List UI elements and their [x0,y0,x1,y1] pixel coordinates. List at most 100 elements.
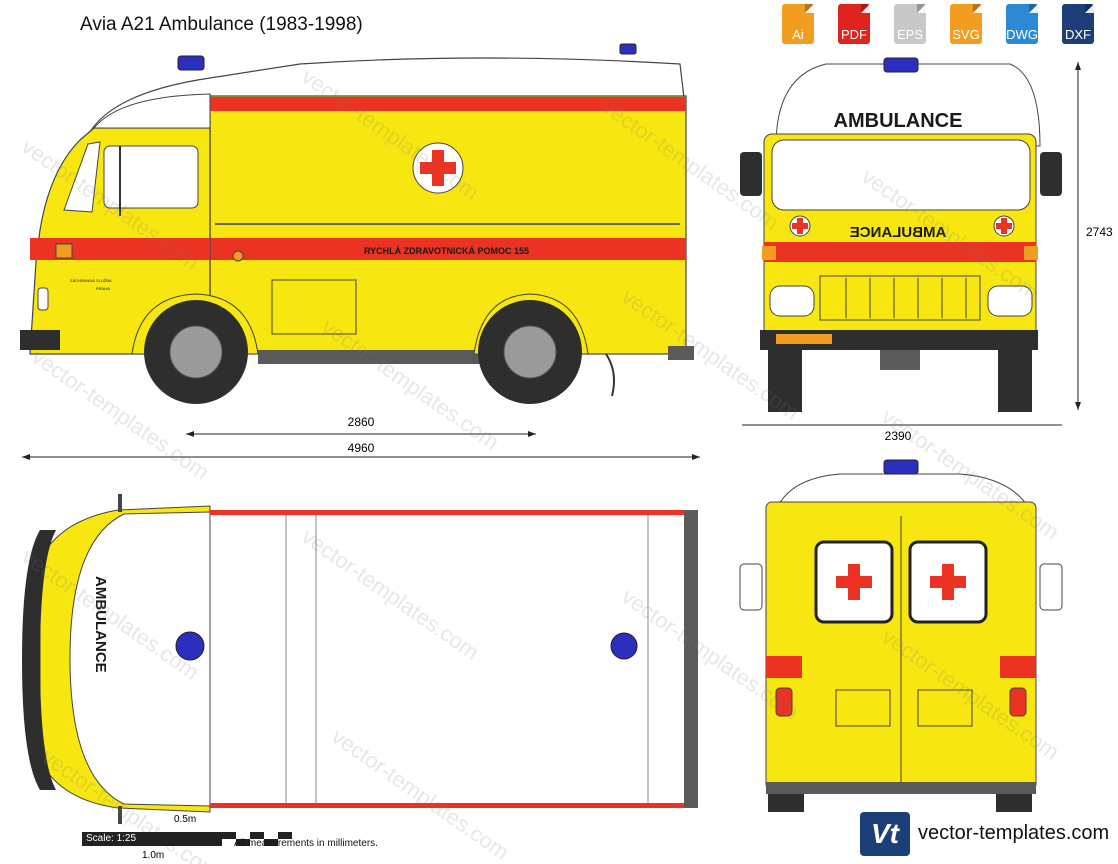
front-grille [819,275,981,321]
format-label: PDF [841,27,867,42]
top-roof-text: AMBULANCE [92,576,109,673]
height-arrow-t [1075,62,1081,70]
rear-roof-cap [775,473,1031,511]
format-eps-button[interactable]: EPS [890,4,930,50]
front-indicator-right [1024,246,1038,260]
format-ai-button[interactable]: Ai [778,4,818,50]
page-title: Avia A21 Ambulance (1983-1998) [80,14,363,35]
rear-mirror-left [739,563,763,611]
brand-footer[interactable]: Vt vector-templates.com [860,812,1110,862]
front-axle [880,350,920,370]
side-window [103,145,199,209]
brand-logo-icon: Vt [860,812,910,856]
wheelbase-label: 2860 [348,415,375,429]
side-headlight [37,287,49,311]
file-fold-icon [1029,4,1038,13]
side-rear-step [668,346,694,360]
rear-lamp-left [775,687,793,717]
measurement-note: All measurements in millimeters. [234,838,378,849]
side-door-text-1: ZÁCHRANNÁ SLUŽBA [70,278,112,283]
brand-site-link[interactable]: vector-templates.com [918,822,1110,844]
format-svg-button[interactable]: SVG [946,4,986,50]
format-label: EPS [896,27,923,42]
front-headlight-left [769,285,815,317]
front-windshield [771,139,1031,211]
front-mirror-text: AMBULANCE [850,224,947,241]
side-dimensions: 2860 4960 [22,415,700,460]
side-rear-hub [503,325,557,379]
side-service-text: RYCHLÁ ZDRAVOTNICKÁ POMOC 155 [364,246,529,256]
scale-one-label: 1.0m [142,850,165,861]
format-label: DWG [1006,27,1038,42]
side-windshield [63,141,101,213]
file-fold-icon [1085,4,1094,13]
side-cab-stripe [30,238,210,260]
format-pdf-button[interactable]: PDF [834,4,874,50]
front-beacon-icon [883,57,919,73]
format-label: SVG [952,27,980,42]
width-label: 2390 [885,429,912,443]
front-view: AMBULANCE AMBULANCE [740,57,1062,412]
side-cross-h [420,162,456,174]
scale-checker [222,832,292,846]
height-arrow-b [1075,402,1081,410]
side-indicator [55,243,73,259]
rear-stripe-right [1000,656,1036,678]
side-mid-stripe [210,238,686,260]
front-tyre-right [998,350,1032,412]
side-mudflap [605,353,615,397]
front-plate [776,334,832,344]
top-rear-step [684,510,698,808]
front-mirror-left [740,152,762,196]
rear-mirror-right [1039,563,1063,611]
top-view: AMBULANCE [22,494,698,824]
top-beacon-front-icon [175,631,205,661]
file-fold-icon [917,4,926,13]
side-view: RYCHLÁ ZDRAVOTNICKÁ POMOC 155 ZÁCHRANNÁ … [20,43,694,404]
front-cross-left-h [792,223,808,229]
side-cab-cap [92,93,211,129]
front-stripe [764,242,1036,262]
file-fold-icon [973,4,982,13]
format-label: DXF [1065,27,1091,42]
front-tyre-left [768,350,802,412]
scale-bar: 0.5m Scale: 1:25 1.0m All measurements i… [82,814,392,864]
top-cab-cap [69,511,211,807]
front-headlight-right [987,285,1033,317]
side-front-hub [169,325,223,379]
rear-view [739,459,1063,812]
top-stripe-right [210,803,686,808]
rear-cross-left-h [836,576,872,588]
top-stripe-left [210,510,686,515]
wheelbase-arrow-l [186,431,194,437]
format-dwg-button[interactable]: DWG [1002,4,1042,50]
side-top-stripe [210,97,686,111]
scale-ruler: Scale: 1:25 [82,832,222,846]
top-mirror-left [118,494,122,512]
top-mirror-right [118,806,122,824]
side-beacon-rear-icon [619,43,637,55]
side-marker-light [232,250,244,262]
format-label: Ai [792,27,804,42]
front-dimensions: 2743 2390 [742,62,1113,443]
top-box-roof [209,511,687,807]
rear-tyre-right [996,794,1032,812]
rear-lamp-right [1009,687,1027,717]
front-ambulance-text: AMBULANCE [834,110,963,132]
top-beacon-rear-icon [610,632,638,660]
side-bumper [20,330,60,350]
scale-half-label: 0.5m [174,814,197,825]
height-label: 2743 [1086,225,1113,239]
rear-beacon-icon [883,459,919,475]
rear-plate-right [917,689,973,727]
rear-plate-left [835,689,891,727]
file-fold-icon [861,4,870,13]
side-roof-cap [88,57,685,134]
rear-bumper [766,782,1036,794]
format-dxf-button[interactable]: DXF [1058,4,1098,50]
front-grille-slats [845,278,967,318]
length-label: 4960 [348,441,375,455]
front-mirror-right [1040,152,1062,196]
